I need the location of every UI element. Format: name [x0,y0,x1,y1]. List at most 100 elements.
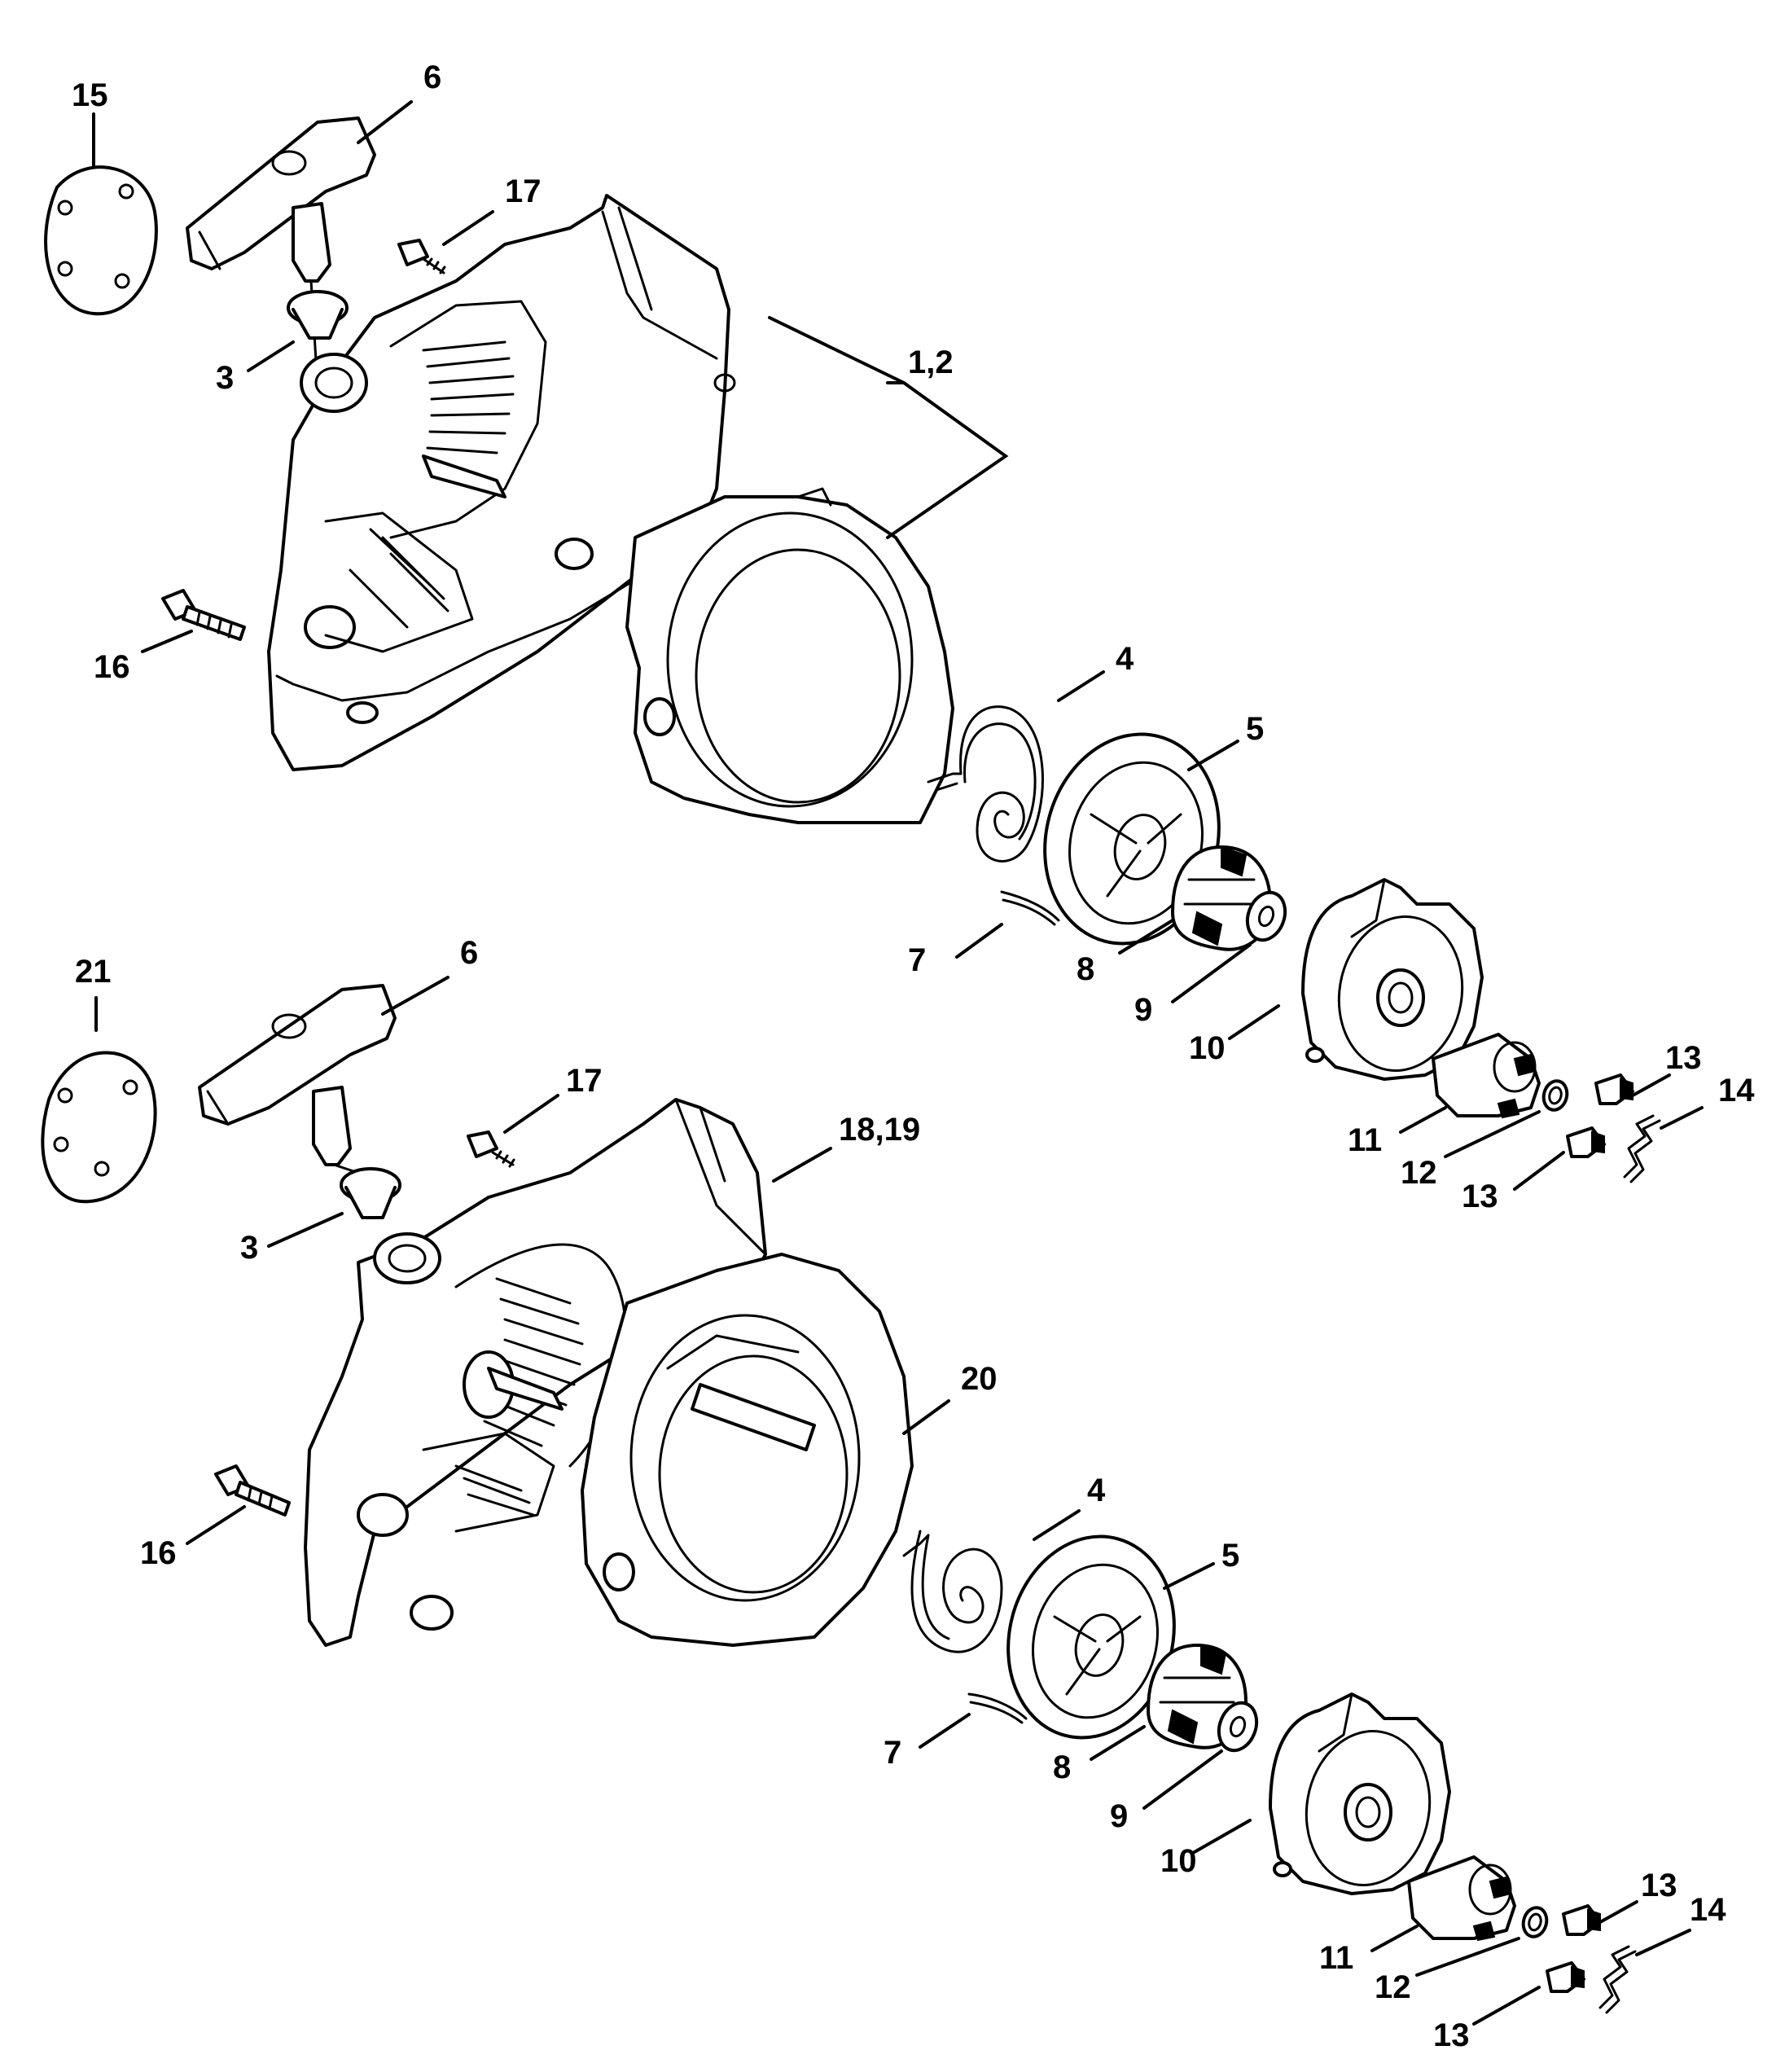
label-pawl-b: 13 [1462,1179,1498,1214]
leader-5 [1187,740,1239,771]
label-housing: 1,2 [908,345,954,380]
label-spring: 4 [1087,1473,1106,1508]
ring-part [1541,1079,1569,1112]
fan-hub-part [1269,1692,1451,1895]
pawl-a-part [1594,1073,1634,1105]
label-pawl-carrier: 8 [1077,951,1094,987]
label-housing: 18,19 [839,1112,920,1148]
leader-9 [1171,943,1252,1003]
leader-17 [442,210,494,246]
leader-12 [1415,1937,1520,1977]
spring-clip-part [1623,1114,1661,1183]
label-ring: 12 [1401,1155,1437,1191]
leader-10 [1228,1004,1280,1040]
rope-part [1000,890,1060,926]
washer-part [1245,890,1287,942]
top-assembly: 15 6 17 1,2 3 16 4 5 7 8 9 10 11 12 13 1… [44,59,1755,1214]
leader-8 [1090,1725,1146,1761]
leader-14 [1660,1106,1704,1130]
collar-part [1432,1033,1541,1119]
leader-8 [1118,919,1174,955]
leader-12 [1444,1110,1541,1158]
pawl-b-part [1566,1126,1606,1158]
leader-7 [919,1713,971,1749]
screw-17-part [467,1130,515,1168]
label-rope: 7 [884,1735,901,1771]
spring-clip-part [1598,1945,1637,2014]
pawl-b-part [1546,1961,1585,1993]
leader-5 [1163,1562,1215,1590]
leader-1-2-a [768,316,906,384]
pawl-carrier-part [1171,845,1272,951]
leader-11 [1370,1925,1419,1952]
collar-part [1407,1855,1516,1942]
leader-14 [1635,1929,1691,1956]
leader-6 [357,100,413,144]
label-pawl-a: 13 [1665,1040,1702,1076]
label-fan-hub: 10 [1160,1843,1197,1879]
label-pawl-carrier: 8 [1053,1749,1071,1785]
label-disc: 15 [72,77,108,113]
label-pawl-a: 13 [1641,1868,1677,1903]
label-ring: 12 [1375,1969,1411,2005]
label-washer: 9 [1134,992,1152,1028]
label-collar: 11 [1348,1122,1382,1158]
label-fan-hub: 10 [1189,1030,1226,1066]
leader-4 [1033,1509,1081,1541]
leader-4 [1057,670,1105,702]
leader-13b [1513,1151,1565,1191]
spring-part [902,1530,1003,1653]
leader-3 [267,1212,344,1248]
cover-shroud-part [625,487,954,824]
leader-20 [902,1399,950,1435]
leader-6 [381,976,449,1016]
label-spring-clip: 14 [1718,1073,1755,1108]
pawl-a-part [1562,1904,1602,1936]
leader-18-19 [772,1147,832,1183]
label-washer: 9 [1110,1798,1128,1834]
label-grip: 6 [423,59,441,95]
fan-housing-part [267,194,736,771]
label-shroud: 20 [961,1361,998,1397]
leader-17 [503,1094,559,1134]
leader-3 [247,340,295,372]
spring-part [927,705,1044,863]
shroud-part [581,1253,914,1647]
rope-part [967,1692,1028,1724]
disc-part [41,1051,157,1204]
label-spring: 4 [1116,641,1134,677]
leader-9 [1142,1749,1223,1810]
screw-16-part [214,1464,291,1517]
leader-16 [141,630,193,653]
starter-grip-part [198,984,397,1174]
leader-13a [1631,1073,1671,1097]
label-rope-rotor: 5 [1246,711,1264,747]
leader-1-2 [886,381,1009,539]
label-disc: 21 [75,954,112,990]
label-sleeve: 3 [216,360,234,396]
label-spring-clip: 14 [1690,1892,1726,1928]
ring-part [1521,1906,1549,1938]
leader-13a [1598,1900,1638,1924]
screw-17-part [397,239,446,274]
bottom-assembly: 21 6 17 18,19 3 20 16 4 5 7 8 9 10 11 12… [41,935,1726,2053]
label-rope: 7 [908,942,926,978]
label-rope-rotor: 5 [1221,1538,1239,1574]
leader-11 [1399,1106,1447,1134]
label-screw-16: 16 [94,649,130,685]
label-screw-16: 16 [140,1535,177,1571]
label-sleeve: 3 [240,1230,258,1266]
screw-16-part [161,589,246,641]
disc-part [44,165,158,316]
label-screw-17: 17 [505,173,542,209]
leader-16 [186,1505,246,1545]
sleeve-part [340,1167,401,1219]
rope-rotor-part [1006,1534,1176,1740]
label-screw-17: 17 [566,1063,603,1099]
label-pawl-b: 13 [1433,2017,1470,2053]
leader-13b [1472,1986,1541,2026]
washer-part [1217,1701,1259,1753]
starter-grip-part [186,116,376,388]
leader-10 [1191,1819,1252,1855]
